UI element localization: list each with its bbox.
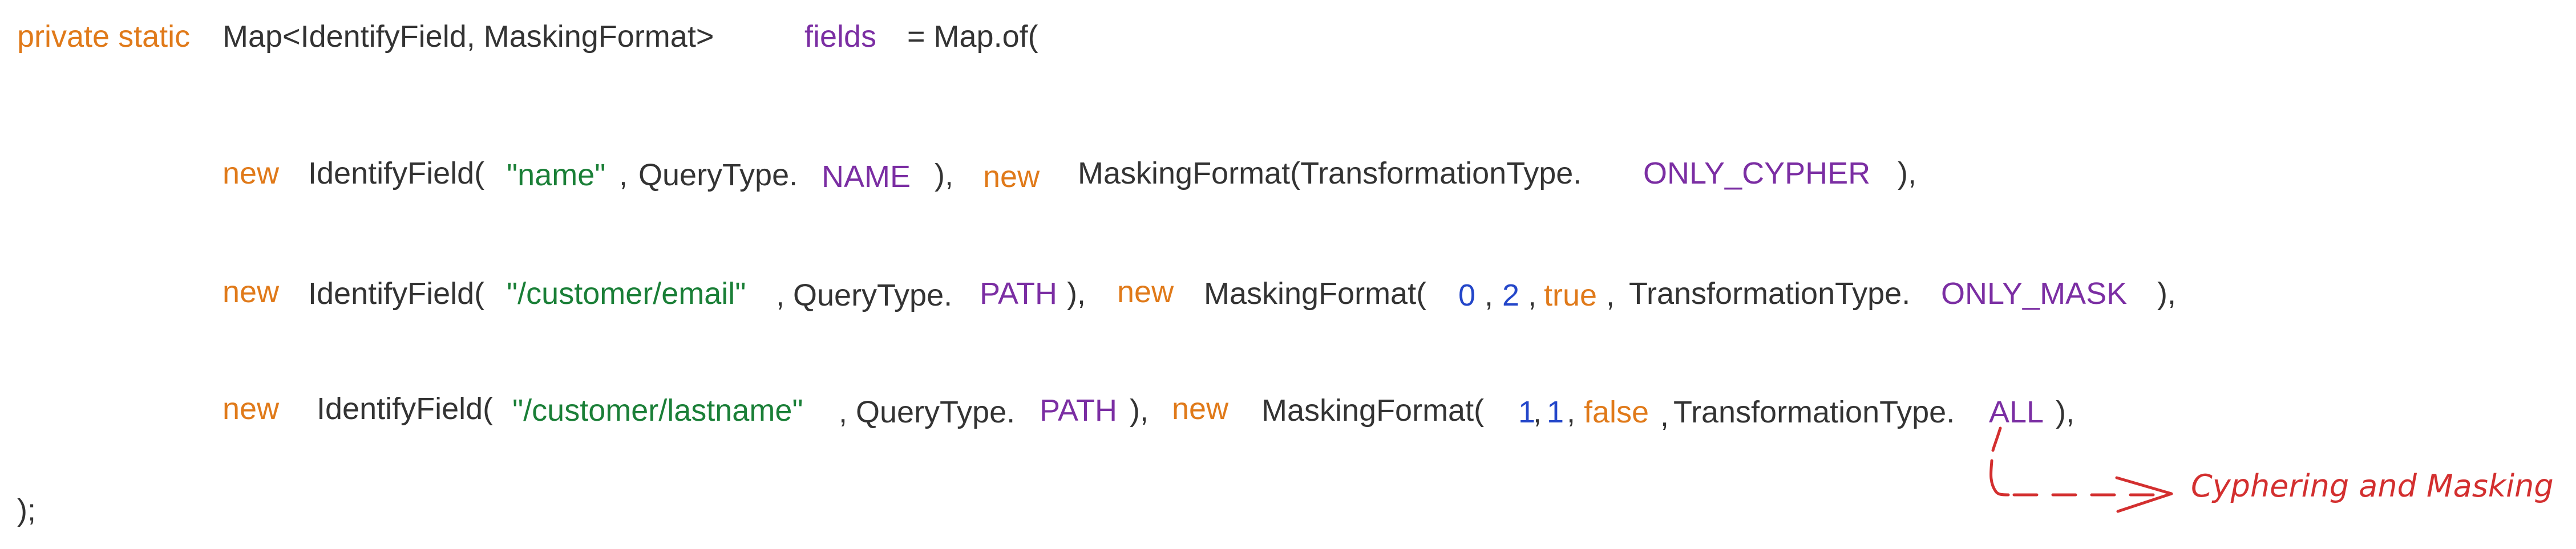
close-paren: ), xyxy=(1067,276,1086,311)
string-literal: "/customer/lastname" xyxy=(512,393,803,428)
close-paren: ), xyxy=(2157,276,2176,311)
comma: , xyxy=(1567,395,1576,429)
new-keyword: new xyxy=(1117,275,1174,309)
close-paren: ), xyxy=(1898,156,1916,190)
identify-field-ctor: IdentifyField( xyxy=(317,392,494,426)
number-literal: 2 xyxy=(1502,278,1520,312)
comma: , xyxy=(1533,395,1542,429)
masking-format-ctor: MaskingFormat( xyxy=(1204,276,1427,311)
new-keyword: new xyxy=(1172,392,1229,426)
assignment: = Map.of( xyxy=(907,19,1038,54)
close-paren: ), xyxy=(1130,393,1149,428)
masking-format-ctor: MaskingFormat(TransformationType. xyxy=(1078,156,1582,190)
boolean-literal: false xyxy=(1584,395,1649,429)
query-type: QueryType. xyxy=(638,158,798,192)
transformation-type: TransformationType. xyxy=(1673,395,1955,429)
identify-field-ctor: IdentifyField( xyxy=(308,276,485,311)
separator: , QueryType. xyxy=(776,278,953,312)
query-constant: PATH xyxy=(980,276,1058,311)
number-literal: 1 xyxy=(1518,395,1536,429)
annotation-label: Cyphering and Masking xyxy=(2191,468,2554,504)
comma: , xyxy=(1660,398,1669,433)
separator: , QueryType. xyxy=(839,395,1016,429)
string-literal: "name" xyxy=(507,158,606,192)
close-paren: ), xyxy=(2056,395,2074,429)
query-constant: PATH xyxy=(1040,393,1118,428)
field-name: fields xyxy=(804,19,877,54)
transformation-constant: ONLY_MASK xyxy=(1941,276,2128,311)
string-literal: "/customer/email" xyxy=(507,276,746,311)
transformation-constant: ONLY_CYPHER xyxy=(1643,156,1871,190)
masking-format-ctor: MaskingFormat( xyxy=(1261,393,1485,428)
new-keyword: new xyxy=(983,160,1040,194)
transformation-type: TransformationType. xyxy=(1629,276,1911,311)
map-type: Map<IdentifyField, MaskingFormat> xyxy=(223,19,714,54)
closing-statement: ); xyxy=(17,493,36,527)
new-keyword: new xyxy=(223,156,280,190)
query-constant: NAME xyxy=(822,160,911,194)
close-paren: ), xyxy=(935,158,953,192)
comma: , xyxy=(1606,278,1615,312)
separator: , xyxy=(619,158,628,192)
boolean-literal: true xyxy=(1544,278,1598,312)
new-keyword: new xyxy=(223,392,280,426)
identify-field-ctor: IdentifyField( xyxy=(308,156,485,190)
modifier-keywords: private static xyxy=(17,19,191,54)
comma: , xyxy=(1485,278,1494,312)
transformation-constant: ALL xyxy=(1989,395,2044,429)
number-literal: 1 xyxy=(1547,395,1564,429)
comma: , xyxy=(1528,278,1537,312)
new-keyword: new xyxy=(223,275,280,309)
number-literal: 0 xyxy=(1458,278,1476,312)
